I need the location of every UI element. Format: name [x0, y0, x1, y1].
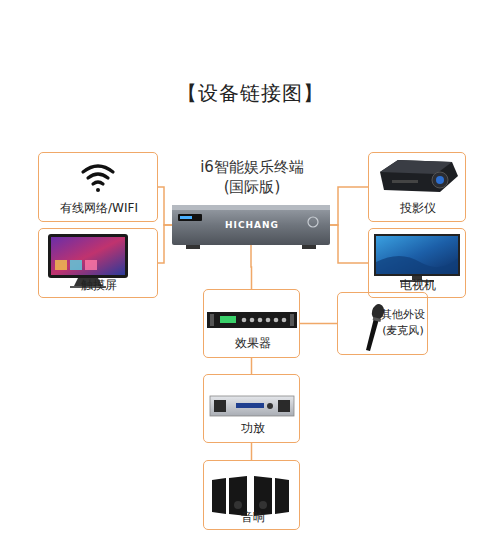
device-box: 触摸屏 — [38, 228, 158, 298]
device-box: 音响 — [203, 460, 300, 530]
node-label: 投影仪 — [369, 200, 467, 216]
connector-line — [330, 187, 368, 225]
projector-icon — [380, 160, 458, 192]
connector-line — [251, 245, 253, 289]
connector-line — [300, 323, 337, 324]
node-label: 音响 — [204, 509, 301, 525]
node-label: 其他外设 (麦克风) — [378, 307, 428, 339]
device-box: 有线网络/WIFI — [38, 152, 158, 222]
tv-icon — [374, 234, 460, 282]
wifi-icon — [83, 166, 113, 192]
node-label: 电视机 — [369, 277, 467, 293]
connector-line — [158, 187, 172, 225]
diagram-title: 【设备链接图】 — [0, 80, 500, 107]
device-box: 投影仪 — [368, 152, 466, 222]
connector-line — [251, 358, 252, 374]
device-box: 其他外设 (麦克风) — [337, 292, 428, 355]
amplifier-icon — [210, 396, 294, 416]
connector-line — [330, 225, 368, 263]
effects-unit-icon — [207, 312, 297, 328]
connector-line — [251, 443, 252, 460]
node-label: 触摸屏 — [39, 277, 159, 293]
connector-line — [158, 225, 172, 263]
node-label: 功放 — [204, 420, 301, 436]
device-box: 电视机 — [368, 228, 466, 298]
node-label: 效果器 — [204, 335, 301, 351]
brand-label: HICHANG — [225, 220, 279, 230]
device-box: 功放 — [203, 374, 300, 443]
terminal-device — [172, 205, 330, 249]
device-box: 效果器 — [203, 289, 300, 358]
node-label: i6智能娱乐终端 (国际版) — [196, 157, 308, 197]
node-label: 有线网络/WIFI — [39, 200, 159, 216]
